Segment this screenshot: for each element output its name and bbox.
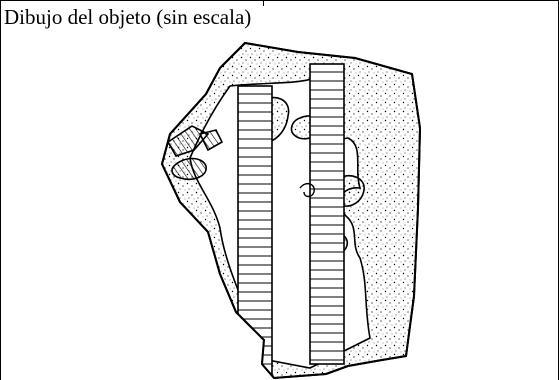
table-top-border [0,0,559,1]
curl-detail [299,182,315,198]
table-column-divider [263,0,264,6]
hatched-fragment [198,129,224,152]
hatched-fragment [166,125,210,157]
right-ladder-column [309,63,345,365]
figure-caption: Dibujo del objeto (sin escala) [4,5,252,29]
hatched-fragment [171,157,207,181]
object-drawing [160,41,422,380]
